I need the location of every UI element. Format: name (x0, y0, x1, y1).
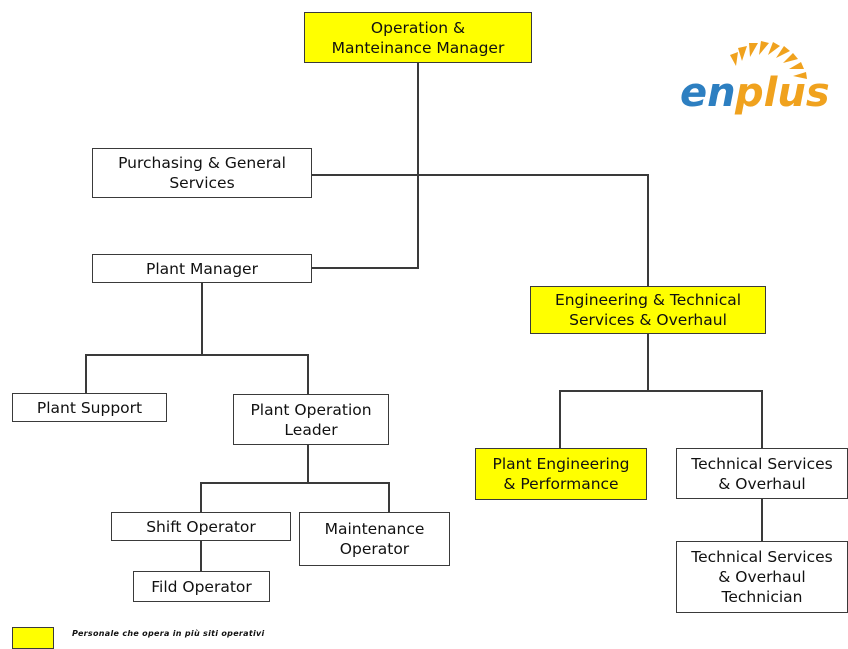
connector-purchasing-engineering (312, 174, 649, 287)
node-om-manager: Operation & Manteinance Manager (304, 12, 532, 63)
legend-swatch (12, 627, 54, 649)
node-plant-operation-leader: Plant Operation Leader (233, 394, 389, 445)
node-shift-operator: Shift Operator (111, 512, 291, 541)
connector-plant-manager-split (85, 354, 309, 395)
connector-top-trunk (312, 62, 419, 269)
node-purchasing: Purchasing & General Services (92, 148, 312, 198)
logo-sun-rays (730, 41, 807, 79)
logo-text-plus: plus (734, 70, 830, 116)
legend-text: Personale che opera in più siti operativ… (72, 629, 265, 638)
node-plant-manager: Plant Manager (92, 254, 312, 283)
node-technical-services: Technical Services & Overhaul (676, 448, 848, 499)
node-plant-support: Plant Support (12, 393, 167, 422)
enplus-logo: en plus (672, 28, 842, 120)
node-maintenance-operator: Maintenance Operator (299, 512, 450, 566)
node-plant-engineering: Plant Engineering & Performance (475, 448, 647, 500)
connector-pol-split (200, 482, 390, 513)
node-technical-technician: Technical Services & Overhaul Technician (676, 541, 848, 613)
node-engineering: Engineering & Technical Services & Overh… (530, 286, 766, 334)
connector-engineering-split (559, 390, 763, 449)
node-fild-operator: Fild Operator (133, 571, 270, 602)
logo-text-en: en (680, 70, 736, 116)
